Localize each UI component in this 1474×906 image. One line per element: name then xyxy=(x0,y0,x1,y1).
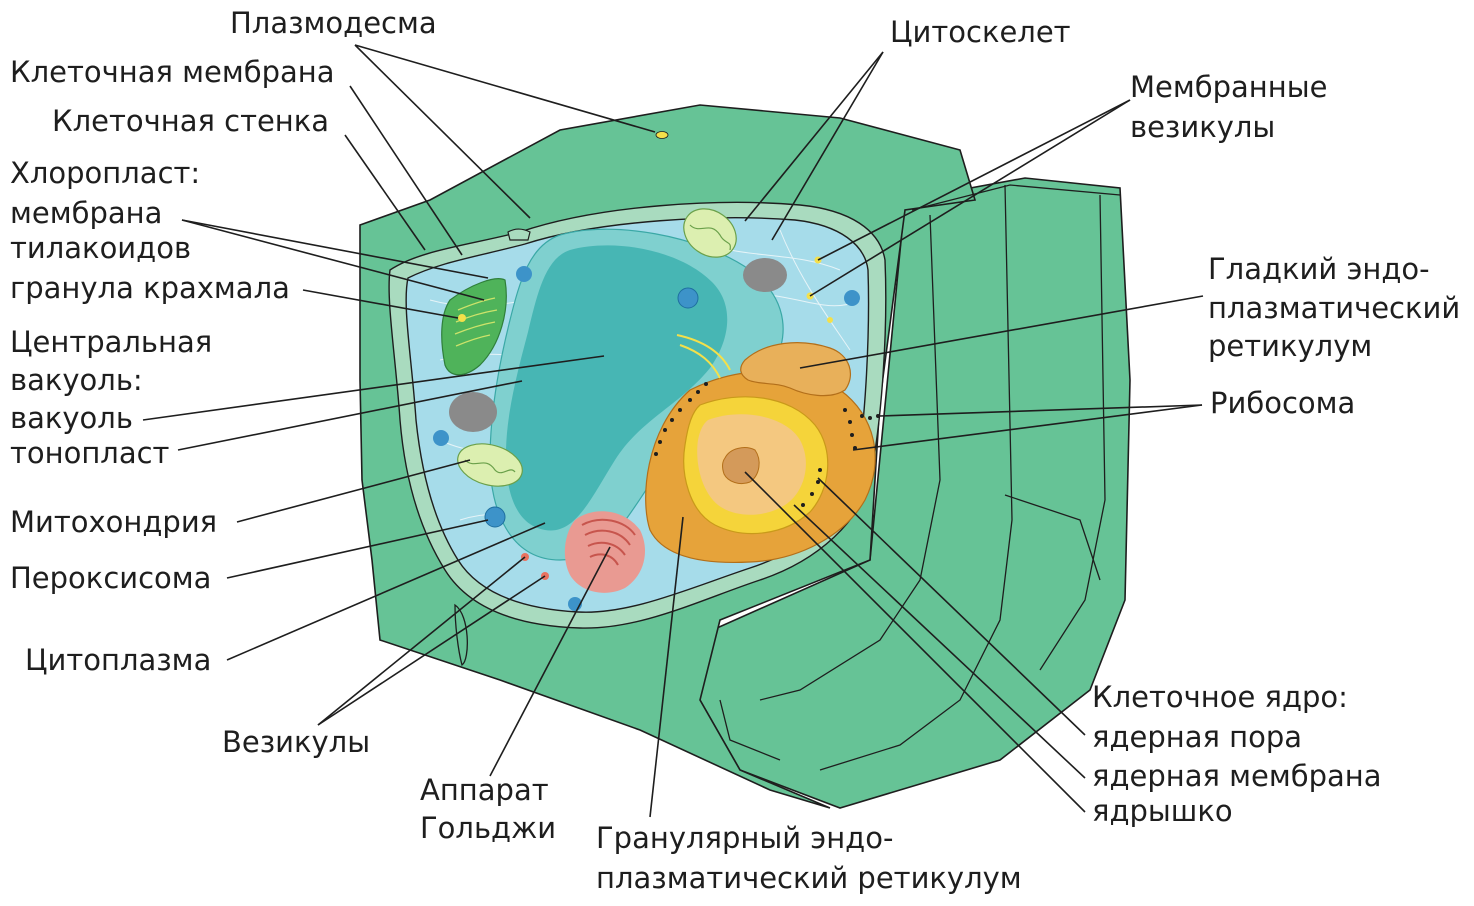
leader-peroxisome xyxy=(226,519,489,579)
leader-plasmodesma-1 xyxy=(354,44,531,219)
leader-nuclear-pore xyxy=(817,477,1086,736)
gray-body-top xyxy=(743,258,787,292)
mitochondrion-left xyxy=(457,443,523,487)
label-membrane-vesicles-1: Мембранные xyxy=(1130,70,1327,104)
leader-ribosome-1 xyxy=(879,404,1203,417)
label-vacuole-title: Центральная xyxy=(10,325,212,359)
label-smooth-er-2: плазматический xyxy=(1208,291,1460,325)
chloroplast xyxy=(441,278,507,376)
label-cell-wall: Клеточная стенка xyxy=(52,104,329,138)
leader-ribosome-2 xyxy=(852,404,1203,451)
label-rough-er-2: плазматический ретикулум xyxy=(596,861,1022,895)
plasmodesma-vesicle xyxy=(655,131,669,139)
leader-mitochondrion xyxy=(236,459,471,523)
label-plasmodesma: Плазмодесма xyxy=(230,6,437,40)
thylakoid-stack xyxy=(454,297,498,347)
leader-nucleolus xyxy=(744,471,1086,813)
leader-cytoplasm xyxy=(226,522,546,661)
label-chloroplast-membrane: мембрана xyxy=(10,196,162,230)
label-nucleolus: ядрышко xyxy=(1092,794,1233,828)
smooth-er xyxy=(740,342,851,397)
label-cytoplasm: Цитоплазма xyxy=(25,643,211,677)
peroxisome-2 xyxy=(677,287,699,309)
label-membrane-vesicles-2: везикулы xyxy=(1130,110,1275,144)
leader-tonoplast xyxy=(177,380,523,451)
leader-nuclear-membrane xyxy=(793,504,1086,779)
cell-wall-edge-1 xyxy=(911,184,1121,211)
plasmodesma-channel-left xyxy=(454,603,468,667)
leader-plasmodesma-2 xyxy=(354,44,656,133)
label-peroxisome: Пероксисома xyxy=(10,561,211,595)
leader-cytoskeleton-1 xyxy=(744,51,884,222)
leader-vesicles-1 xyxy=(317,556,526,726)
peroxisome-1 xyxy=(516,266,532,282)
nucleus xyxy=(645,334,880,563)
leader-cytoskeleton-2 xyxy=(771,51,884,241)
leader-cell-wall xyxy=(344,134,426,251)
golgi-apparatus xyxy=(564,511,645,593)
nucleolus xyxy=(722,447,760,485)
labels: Плазмодесма Клеточная мембрана Клеточная… xyxy=(10,6,1460,895)
peroxisome-3 xyxy=(844,290,860,306)
cell-wall-edge-5 xyxy=(1004,494,1101,581)
leader-rough-er xyxy=(649,516,684,818)
leader-vesicles-2 xyxy=(317,575,546,726)
leader-thylakoid xyxy=(181,219,489,279)
label-rough-er-1: Гранулярный эндо- xyxy=(596,821,893,855)
plasmodesma-pore xyxy=(507,228,531,241)
label-golgi-2: Гольджи xyxy=(420,811,556,845)
peroxisome-4 xyxy=(433,430,449,446)
label-vacuole: вакуоль xyxy=(10,401,133,435)
starch-granule xyxy=(458,314,466,322)
label-chloroplast-thylakoids: тилакоидов xyxy=(10,231,191,265)
label-golgi-1: Аппарат xyxy=(420,773,549,807)
cell-wall-edge-4 xyxy=(759,214,941,701)
leader-thylakoid-2 xyxy=(181,219,485,301)
label-vacuole-colon: вакуоль: xyxy=(10,363,143,397)
label-ribosome: Рибосома xyxy=(1210,386,1355,420)
vesicle-trail xyxy=(676,334,731,379)
vacuole-interior xyxy=(505,245,728,531)
leader-smooth-er xyxy=(799,295,1204,369)
label-chloroplast-title: Хлоропласт: xyxy=(10,156,200,190)
leader-cell-membrane xyxy=(349,85,463,256)
leader-lines xyxy=(142,44,1204,818)
leader-membrane-vesicles-2 xyxy=(809,99,1131,297)
leader-vacuole xyxy=(142,355,605,421)
membrane-vesicle-3 xyxy=(827,317,833,323)
leader-membrane-vesicles-1 xyxy=(817,99,1131,261)
cell-wall-edge-2 xyxy=(819,184,1013,771)
cell-wall-edge-3 xyxy=(1039,194,1106,671)
label-smooth-er-3: ретикулум xyxy=(1208,329,1372,363)
label-nuclear-pore: ядерная пора xyxy=(1092,720,1302,754)
leader-golgi xyxy=(489,546,611,777)
label-vesicles: Везикулы xyxy=(222,725,370,759)
label-tonoplast: тонопласт xyxy=(10,436,170,470)
cell-wall-edge-6 xyxy=(719,699,781,761)
label-starch-granule: гранула крахмала xyxy=(10,271,290,305)
label-cytoskeleton: Цитоскелет xyxy=(890,15,1071,49)
label-nuclear-membrane: ядерная мембрана xyxy=(1092,759,1382,793)
peroxisome-5 xyxy=(484,506,506,528)
mitochondrion-top xyxy=(683,208,737,258)
label-smooth-er-1: Гладкий эндо- xyxy=(1208,252,1430,286)
label-mitochondrion: Митохондрия xyxy=(10,505,217,539)
ribosomes xyxy=(654,382,880,507)
label-nucleus-title: Клеточное ядро: xyxy=(1092,680,1348,714)
label-cell-membrane: Клеточная мембрана xyxy=(10,55,335,89)
gray-body-left xyxy=(449,392,497,432)
leader-starch xyxy=(302,289,459,319)
central-vacuole xyxy=(489,228,784,561)
